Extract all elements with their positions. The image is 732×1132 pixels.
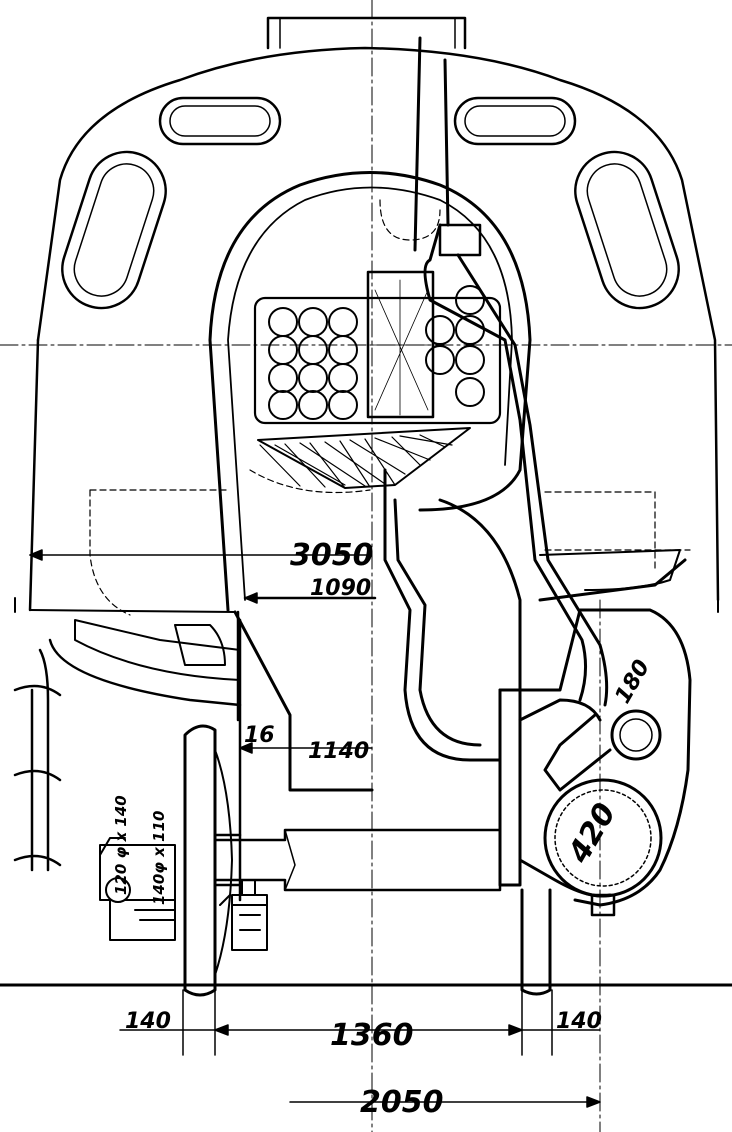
dim-3050: 3050 xyxy=(290,538,374,573)
cab-floor xyxy=(14,549,719,613)
dim-140-right: 140 xyxy=(556,1009,602,1034)
axlebox-left xyxy=(99,837,176,941)
cab-window-top-left xyxy=(158,96,282,146)
dim-2050: 2050 xyxy=(360,1085,444,1120)
brake-rod-left xyxy=(13,648,62,872)
firebox-outer xyxy=(208,171,532,612)
steam-pipe xyxy=(413,36,609,707)
cab-window-top-right xyxy=(453,96,577,146)
cab-window-side-right xyxy=(574,150,680,310)
footplate xyxy=(48,596,377,722)
dim-cylinder-420: 420 xyxy=(561,797,623,870)
dim-1360: 1360 xyxy=(330,1018,414,1053)
dim-valve-180: 180 xyxy=(611,656,656,708)
dim-1090: 1090 xyxy=(310,576,371,601)
valve-chest-180 xyxy=(543,709,662,792)
wheel-left xyxy=(183,724,233,997)
lubricator xyxy=(219,879,268,951)
tube-plate xyxy=(253,270,502,425)
wheel-right xyxy=(520,888,552,996)
dim-axlebox-140x110: 140φ x 110 xyxy=(150,811,168,905)
dimension-lines xyxy=(29,549,601,1108)
dim-16: 16 xyxy=(244,723,275,748)
dashed-hidden-lines xyxy=(89,199,691,616)
grate xyxy=(257,427,471,489)
dim-1140: 1140 xyxy=(308,739,369,764)
axle xyxy=(213,828,502,892)
cylinder-drain xyxy=(590,893,616,917)
dim-140-left: 140 xyxy=(125,1009,171,1034)
dim-axlebox-120x140: 120 φ x 140 xyxy=(112,795,130,895)
frame-center xyxy=(233,468,522,792)
cab-outline xyxy=(28,16,720,613)
cab-window-side-left xyxy=(61,150,167,310)
